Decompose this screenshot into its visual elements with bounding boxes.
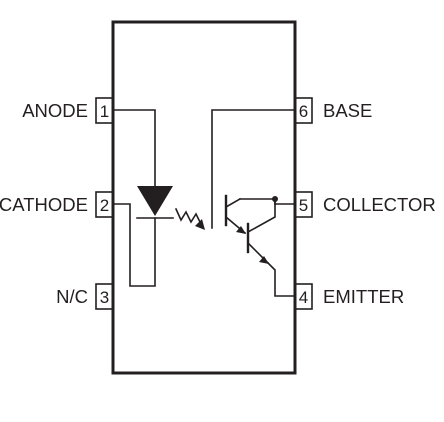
cathode-wire — [112, 203, 156, 287]
transistor1-collector — [224, 197, 242, 209]
light-emission-zigzag — [174, 207, 204, 228]
pin-4-label: EMITTER — [323, 286, 404, 307]
pin-1-label: ANODE — [22, 100, 88, 121]
transistor2-collector — [246, 198, 276, 234]
pin-3-box — [95, 283, 114, 310]
emitter-wire — [266, 261, 296, 297]
pin-2-label: CATHODE — [0, 194, 88, 215]
pin-1-number: 1 — [100, 102, 109, 121]
collector-junction-dot — [272, 196, 278, 202]
pin-5-number: 5 — [299, 196, 308, 215]
transistor1-emitter-arrow — [236, 226, 246, 234]
pin-6-number: 6 — [299, 102, 308, 121]
pin-3-label: N/C — [56, 286, 88, 307]
led-diode-triangle — [137, 186, 173, 216]
base-wire — [211, 109, 296, 229]
pin-5-label: COLLECTOR — [323, 194, 436, 215]
anode-wire — [112, 109, 156, 187]
pin-3-number: 3 — [100, 288, 109, 307]
light-arrow-head — [195, 219, 205, 230]
transistor2-emitter-arrow — [259, 256, 269, 264]
pin-4-number: 4 — [299, 288, 308, 307]
package-outline — [111, 20, 297, 375]
pin-6-label: BASE — [323, 100, 372, 121]
pin-2-number: 2 — [100, 196, 109, 215]
